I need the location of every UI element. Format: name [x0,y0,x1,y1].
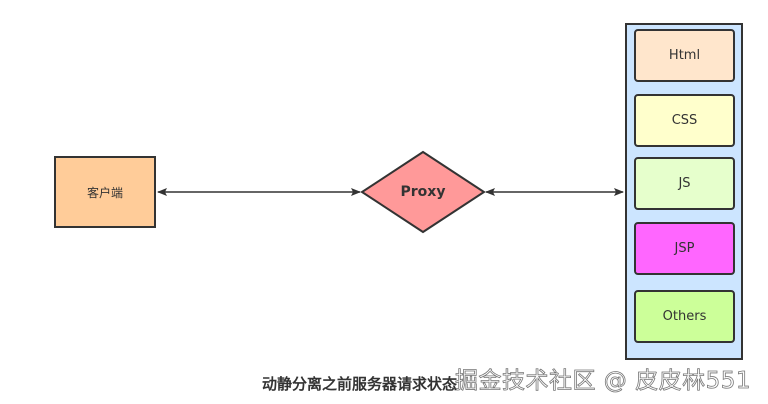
resource-js: JS [634,157,735,210]
resource-css: CSS [634,94,735,147]
watermark: 掘金技术社区 @ 皮皮林551 [455,368,752,395]
resource-html: Html [634,29,735,82]
resource-others-label: Others [662,309,707,324]
client-node: 客户端 [54,156,156,228]
resource-others: Others [634,290,735,343]
proxy-node: Proxy [362,152,484,232]
diagram-caption: 动静分离之前服务器请求状态 [262,375,458,393]
resource-jsp: JSP [634,222,735,275]
client-label: 客户端 [86,185,123,200]
resource-jsp-label: JSP [674,241,695,256]
proxy-diamond [360,150,486,234]
proxy-label: Proxy [400,184,446,200]
resource-html-label: Html [668,48,701,63]
resource-css-label: CSS [671,113,698,128]
resource-js-label: JS [678,176,691,191]
